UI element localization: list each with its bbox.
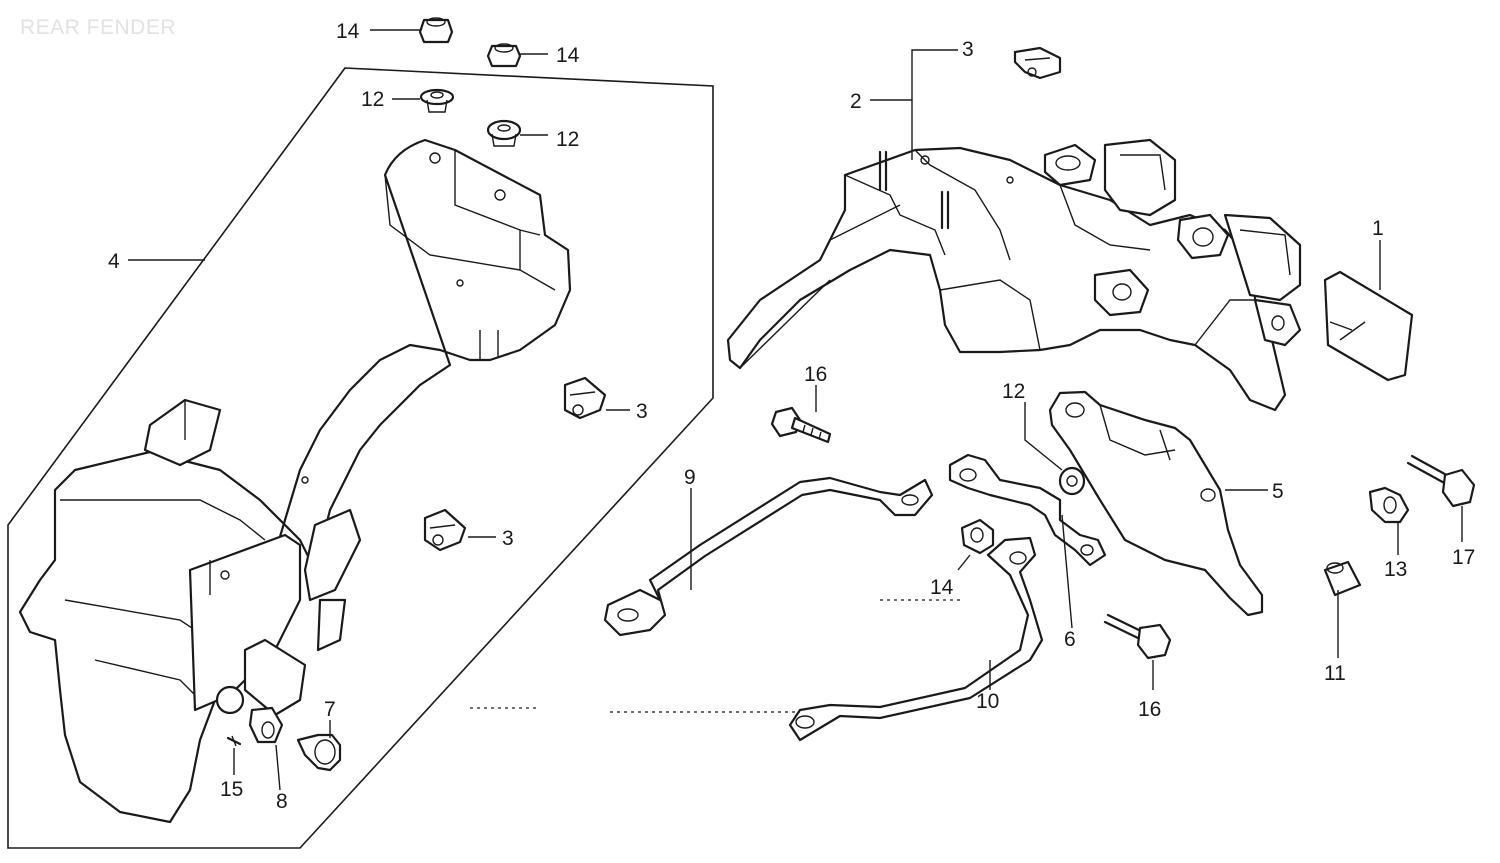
callout-1: 1 (1372, 217, 1384, 240)
nut-part-13 (1368, 486, 1410, 524)
pin-part-15 (226, 735, 242, 747)
nut-part-14 (960, 518, 995, 555)
collar-part-12 (486, 119, 522, 147)
callout-4: 4 (108, 250, 120, 273)
callout-3: 3 (962, 38, 974, 61)
callout-6: 6 (1064, 628, 1076, 651)
callout-10: 10 (976, 690, 999, 713)
callout-17: 17 (1452, 546, 1475, 569)
callout-14: 14 (556, 44, 580, 67)
callout-12: 12 (556, 128, 579, 151)
stay-part-9 (603, 476, 934, 637)
nut-part-14 (486, 43, 522, 68)
assembly-frame (7, 67, 714, 849)
bolt-part-16 (1103, 613, 1172, 660)
callout-12: 12 (1002, 380, 1025, 403)
rear-fender-part-4 (18, 138, 572, 824)
bracket-part-5 (1048, 390, 1264, 617)
screw-part-7 (296, 733, 342, 772)
stay-part-10 (788, 536, 1044, 742)
nut-part-14 (418, 17, 454, 44)
leader-lines (128, 29, 1463, 791)
callout-12: 12 (361, 88, 384, 111)
callout-14: 14 (336, 20, 360, 43)
callout-8: 8 (276, 790, 288, 813)
diagram-title: REAR FENDER (20, 16, 177, 39)
reflector-part-1 (1323, 270, 1414, 382)
callout-11: 11 (1324, 662, 1346, 685)
callout-5: 5 (1272, 480, 1284, 503)
grommet-part-8 (248, 706, 284, 744)
callout-16: 16 (804, 363, 827, 386)
callout-16: 16 (1138, 698, 1161, 721)
collar-part-12 (419, 88, 455, 113)
callout-3: 3 (502, 527, 514, 550)
callout-7: 7 (324, 698, 336, 721)
fender-bracket-part-2 (726, 138, 1302, 412)
bracket-part-6 (948, 453, 1107, 567)
collar-part-12 (1058, 466, 1086, 496)
bolt-part-16 (770, 406, 832, 444)
spacer-part-11 (1323, 560, 1362, 597)
callout-14: 14 (930, 576, 954, 599)
callout-15: 15 (220, 778, 243, 801)
callout-3: 3 (636, 400, 648, 423)
callout-13: 13 (1384, 558, 1407, 581)
bolt-part-17 (1406, 454, 1476, 508)
clip-part-3 (423, 508, 467, 552)
clip-part-3 (1013, 46, 1062, 80)
callout-9: 9 (684, 466, 696, 489)
clip-part-3 (563, 376, 607, 420)
callout-2: 2 (850, 90, 862, 113)
